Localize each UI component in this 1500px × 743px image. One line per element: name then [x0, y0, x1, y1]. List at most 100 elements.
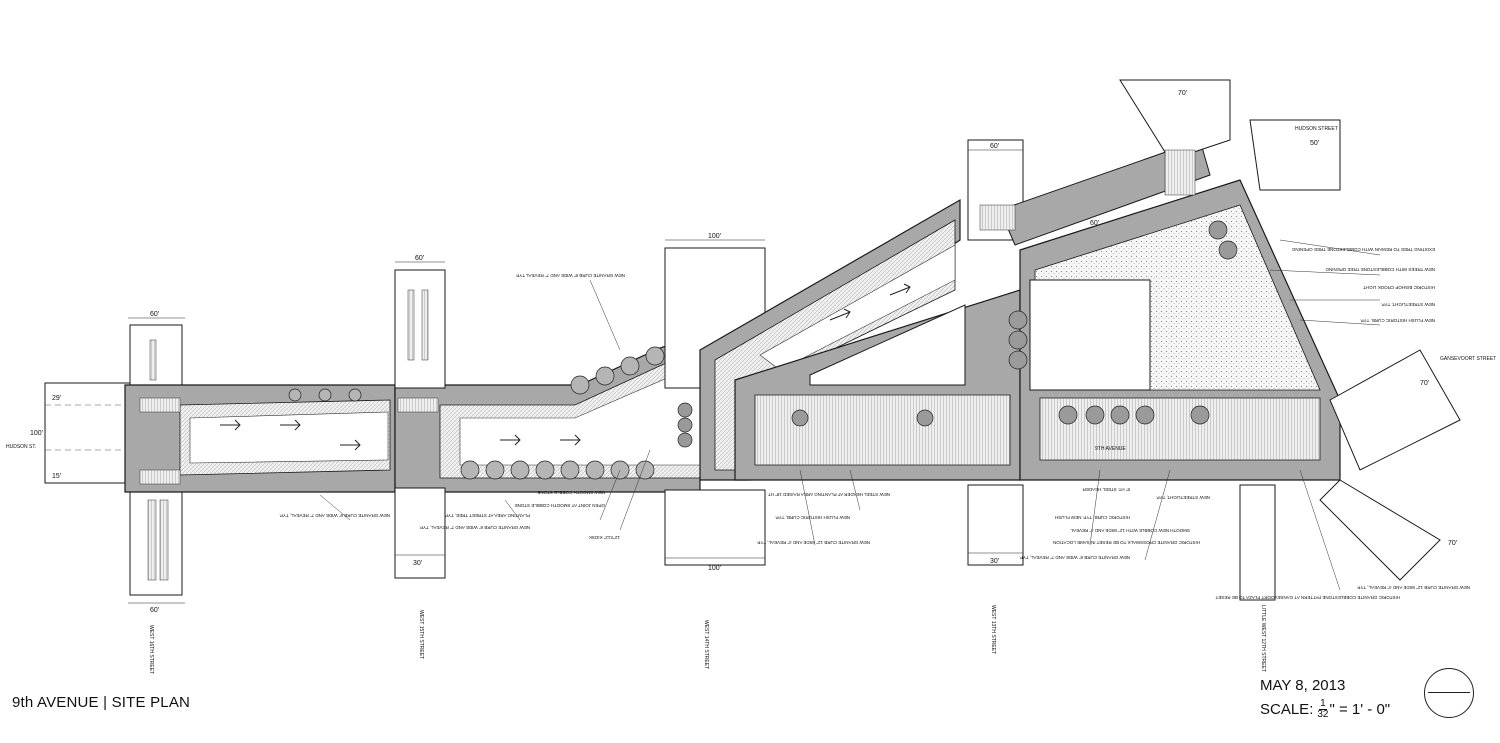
scale-fraction: 1 32 [1317, 699, 1328, 720]
tree [288, 388, 302, 402]
tree [677, 432, 693, 448]
annotation: HISTORIC GRANITE CROSSWALK TO BE RESET I… [1053, 540, 1200, 545]
tree [535, 460, 555, 480]
tree [560, 460, 580, 480]
annotation: OPEN JOINT AT SMOOTH COBBLE STONE [515, 503, 605, 508]
street-label-ninth-ave: 9TH AVENUE [1095, 446, 1126, 452]
dim-label: 60' [415, 255, 424, 262]
scale-label: SCALE: [1260, 701, 1314, 718]
street-label-little-w12: LITTLE WEST 12TH STREET [1260, 605, 1266, 672]
annotation: NEW GRANITE CURB 6" WIDE AND 7" REVEAL, … [1019, 555, 1130, 560]
annotation: NEW STREETLIGHT, TYP. [1156, 495, 1210, 500]
dim-label: 30' [990, 558, 999, 565]
tree [635, 460, 655, 480]
lane-markings [220, 283, 911, 451]
annotation: 8" HT. STEEL HEADER [1082, 487, 1130, 492]
street-label-hudson: HUDSON STREET [1295, 126, 1338, 132]
annotation: NEW GRANITE CURB 8" WIDE AND 7" REVEAL T… [516, 273, 625, 278]
dim-label: 70' [1178, 90, 1187, 97]
annotation-notes: NEW GRANITE CURB 6" WIDE AND 7" REVEAL, … [279, 247, 1470, 600]
dim-label: 100' [708, 565, 721, 572]
tree [1008, 350, 1028, 370]
gansevoort-diagonal [1239, 349, 1461, 601]
tree [677, 417, 693, 433]
street-label-w16: WEST 16TH STREET [148, 625, 154, 674]
tree [318, 388, 332, 402]
dim-label: 100' [30, 430, 43, 437]
tree [1190, 405, 1210, 425]
annotation: SMOOTH NEW COBBLE WITH 12" WIDE AND 4" R… [1070, 528, 1190, 533]
central-plaza [734, 289, 1021, 481]
dim-label: 60' [150, 311, 159, 318]
tree [595, 366, 615, 386]
annotation: NEW TREES WITH COBBLESTONE TREE OPENING [1325, 267, 1435, 272]
w15-cross-street [394, 269, 446, 579]
annotation: HISTORIC CURB, TYP. NEW FLUSH [1055, 515, 1130, 520]
tree [1008, 330, 1028, 350]
street-labels: WEST 16TH STREET WEST 15TH STREET WEST 1… [6, 126, 1496, 674]
dim-label: 70' [1420, 380, 1429, 387]
annotation: NEW FLUSH HISTORIC CURB, TYP. [775, 515, 850, 520]
tree [645, 346, 665, 366]
sheet-scale: SCALE: 1 32 " = 1' - 0" [1260, 699, 1390, 720]
annotation: 12"X12" KIOSK [589, 535, 620, 540]
annotation: EXISTING TREE TO REMAIN WITH COBBLESTONE… [1291, 247, 1435, 252]
dim-label: 15' [52, 473, 61, 480]
tree [620, 356, 640, 376]
street-trees [288, 220, 1238, 480]
street-label-gansevoort: GANSEVOORT STREET [1440, 356, 1496, 362]
annotation: NEW FLUSH HISTORIC CURB, TYP. [1360, 318, 1435, 323]
tree [570, 375, 590, 395]
west-approach [44, 382, 131, 484]
tree [1135, 405, 1155, 425]
annotation: NEW GRANITE CURB 6" WIDE AND 7" REVEAL, … [419, 525, 530, 530]
dimension-labels: 60' 60' 60' 100' 100' 60' 30' 30' 100' 2… [30, 90, 1457, 614]
tree [1008, 310, 1028, 330]
sheet-title: 9th AVENUE | SITE PLAN [12, 694, 191, 711]
tree [1058, 405, 1078, 425]
scale-denominator: 32 [1317, 709, 1329, 720]
hudson-street-diagonal [1119, 79, 1341, 191]
annotation: NEW GRANITE CURB 6" WIDE AND 7" REVEAL, … [279, 513, 390, 518]
dim-label: 100' [708, 233, 721, 240]
annotation: PLANTING AREA AT STREET TREE, TYP. [444, 513, 530, 518]
dim-label: 29' [52, 395, 61, 402]
annotation: HISTORIC BISHOP CROOK LIGHT [1363, 285, 1435, 290]
street-label-w15: WEST 15TH STREET [418, 610, 424, 659]
north-arrow-icon [1424, 668, 1474, 718]
dim-label: 70' [1448, 540, 1457, 547]
tree [1208, 220, 1228, 240]
tree [460, 460, 480, 480]
tree [485, 460, 505, 480]
tree [1110, 405, 1130, 425]
annotation: NEW GRANITE CURB 12" WIDE AND 4" REVEAL,… [757, 540, 870, 545]
annotation: HISTORIC GRANITE COBBLESTONE PATTERN AT … [1215, 595, 1400, 600]
dim-label: 30' [413, 560, 422, 567]
tree [585, 460, 605, 480]
tree [916, 409, 934, 427]
annotation: NEW GRANITE CURB 12" WIDE AND 4" REVEAL,… [1357, 585, 1470, 590]
scale-numerator: 1 [1319, 698, 1327, 710]
w16-cross-street [129, 324, 183, 596]
annotation: NEW STREETLIGHT, TYP. [1381, 302, 1435, 307]
street-label-w13: WEST 13TH STREET [990, 605, 996, 654]
leader-lines [319, 239, 1381, 591]
dim-label: 60' [150, 607, 159, 614]
gansevoort-plaza [999, 139, 1341, 481]
tree [677, 402, 693, 418]
dim-label: 50' [1310, 140, 1319, 147]
dimension-lines [128, 149, 1023, 604]
dim-label: 60' [990, 143, 999, 150]
street-label-w14: WEST 14TH STREET [703, 620, 709, 669]
scale-suffix: " = 1' - 0" [1329, 701, 1391, 718]
tree [510, 460, 530, 480]
annotation: NEW SMOOTH COBBLE STONE [537, 490, 605, 495]
annotation: NEW STEEL HEADER AT PLANTING AREA RAISED… [767, 492, 890, 497]
tree [348, 388, 362, 402]
tree [791, 409, 809, 427]
dim-label: 60' [1090, 220, 1099, 227]
ninth-avenue-corridor [124, 334, 701, 493]
tree [1218, 240, 1238, 260]
w14-intersection [664, 198, 961, 566]
